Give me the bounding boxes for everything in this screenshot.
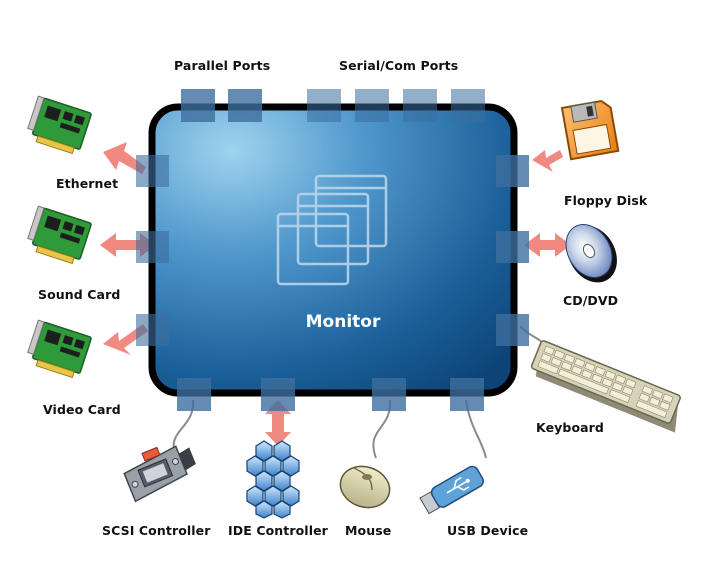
network-card-icon	[23, 95, 93, 157]
floppy-disk-label: Floppy Disk	[564, 193, 648, 208]
cd-dvd-icon	[565, 224, 617, 283]
port-video-card	[136, 314, 169, 346]
scsi-connector-icon	[123, 445, 196, 503]
serial-port-1	[307, 89, 341, 122]
port-floppy	[496, 155, 529, 187]
serial-port-3	[403, 89, 437, 122]
port-usb	[450, 378, 484, 411]
arrow-floppy	[532, 150, 563, 172]
video-card-label: Video Card	[43, 402, 121, 417]
port-ethernet	[136, 155, 169, 187]
port-cd	[496, 231, 529, 263]
video-card-icon	[23, 319, 93, 381]
port-keyboard	[496, 314, 529, 346]
port-scsi	[177, 378, 211, 411]
sound-card-label: Sound Card	[38, 287, 121, 302]
port-ide	[261, 378, 295, 411]
parallel-ports-label: Parallel Ports	[174, 58, 271, 73]
floppy-disk-icon	[560, 99, 620, 161]
arrow-cd	[524, 233, 571, 257]
keyboard-icon	[530, 340, 681, 433]
parallel-port-1	[181, 89, 215, 122]
usb-device-icon	[419, 465, 484, 515]
sound-card-icon	[23, 205, 93, 267]
port-sound-card	[136, 231, 169, 263]
arrow-ethernet	[103, 142, 146, 174]
monitor-block	[148, 103, 518, 397]
usb-device-label: USB Device	[447, 523, 529, 538]
serial-port-4	[451, 89, 485, 122]
mouse-icon	[339, 465, 391, 509]
parallel-port-2	[228, 89, 262, 122]
scsi-controller-label: SCSI Controller	[102, 523, 211, 538]
ide-controller-icon	[246, 440, 300, 519]
keyboard-label: Keyboard	[536, 420, 604, 435]
arrow-ide	[265, 400, 291, 446]
mouse-label: Mouse	[345, 523, 392, 538]
serial-com-ports-label: Serial/Com Ports	[339, 58, 459, 73]
cd-dvd-label: CD/DVD	[563, 293, 619, 308]
ide-controller-label: IDE Controller	[228, 523, 328, 538]
serial-port-2	[355, 89, 389, 122]
ethernet-label: Ethernet	[56, 176, 119, 191]
port-connectors	[136, 89, 529, 411]
port-mouse	[372, 378, 406, 411]
monitor-label: Monitor	[305, 312, 381, 332]
monitor-windows-icon	[276, 174, 388, 286]
